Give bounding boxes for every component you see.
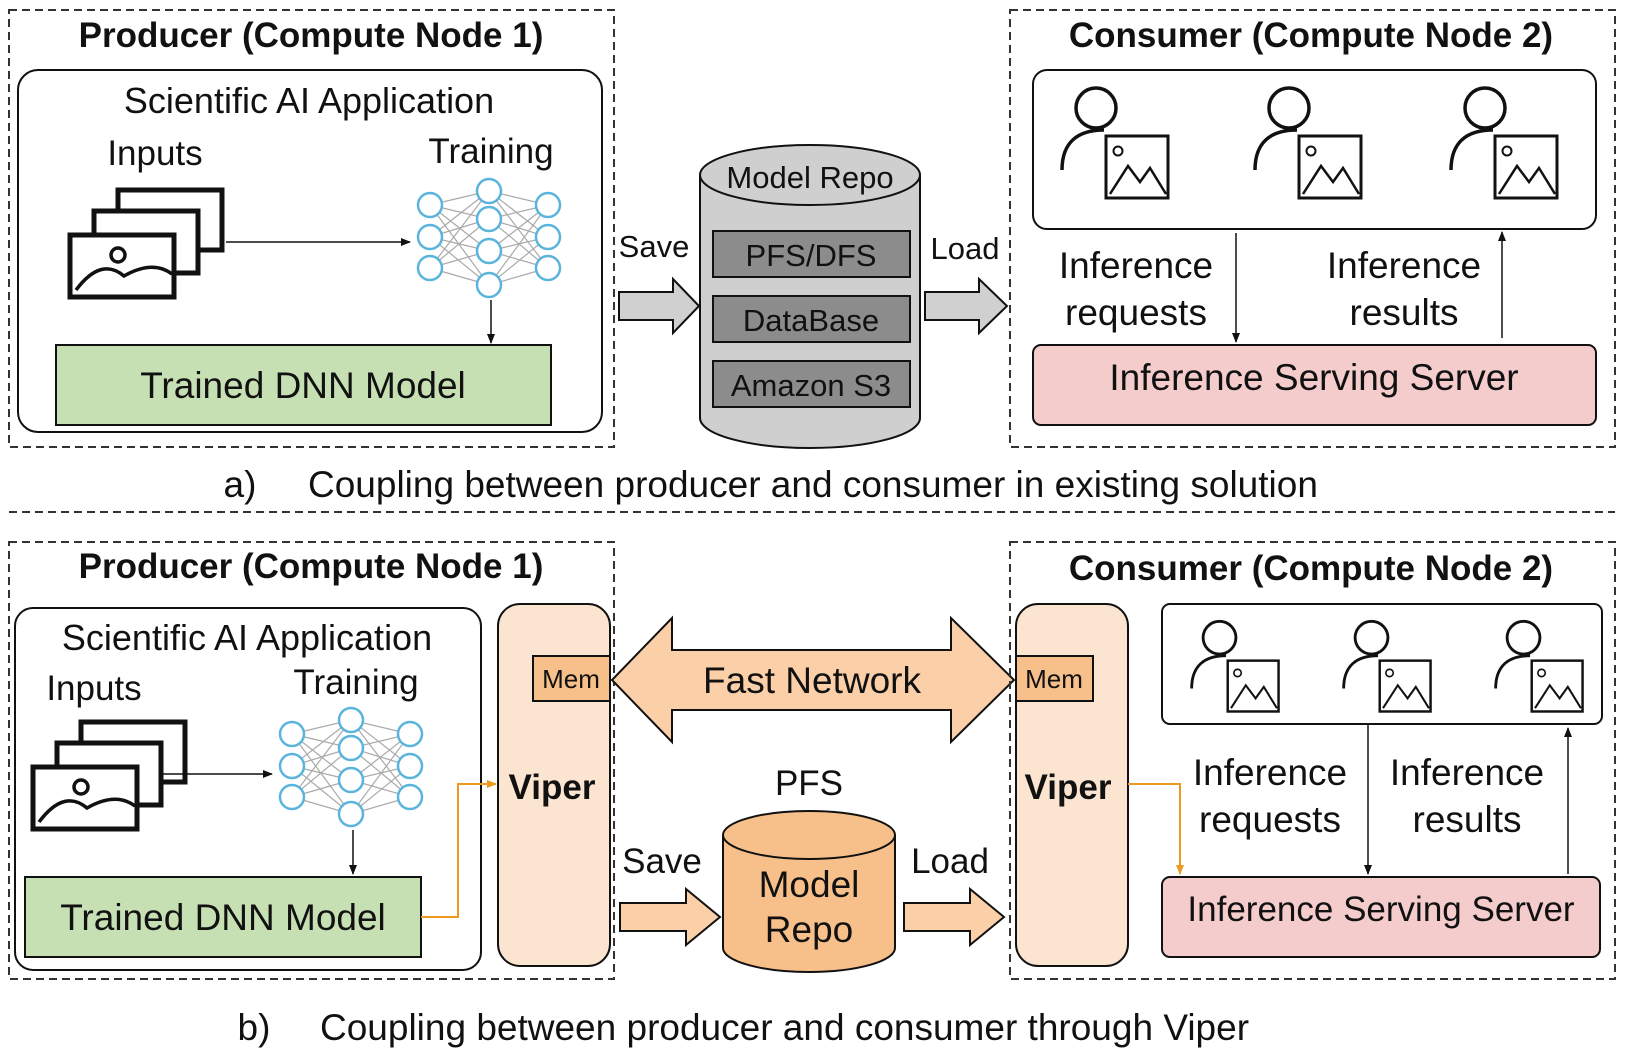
repo-label-b-line1: Model [759,864,860,905]
mem-left-label: Mem [542,664,600,694]
requests-label-a-line2: requests [1065,292,1207,333]
caption-a: Coupling between producer and consumer i… [308,464,1318,505]
results-label-a-line1: Inference [1327,245,1481,286]
load-arrow-b [903,886,1006,948]
consumer-node-a: Consumer (Compute Node 2) Inference requ… [1009,9,1616,448]
mem-left-box [532,655,611,702]
inputs-label-b: Inputs [46,669,141,708]
producer-title-a: Producer (Compute Node 1) [79,16,544,55]
save-label-b: Save [622,842,702,881]
producer-node-a: Producer (Compute Node 1) Scientific AI … [8,9,615,448]
load-arrow-a [924,276,1009,336]
trained-model-box-a [55,344,552,426]
trained-model-box-b [24,876,422,958]
model-repo-a: Model Repo PFS/DFS DataBase Amazon S3 [699,144,921,449]
inference-server-a [1032,344,1597,426]
repo-item-pfs-dfs-label: PFS/DFS [746,238,877,273]
producer-title-b: Producer (Compute Node 1) [79,547,544,586]
save-arrow-b [619,886,722,948]
consumer-node-b: Consumer (Compute Node 2) Viper Mem Infe… [1009,541,1616,980]
requests-label-b-line1: Inference [1193,752,1347,793]
repo-title-a: Model Repo [726,160,893,195]
load-label-b: Load [911,842,989,881]
trained-model-label-a: Trained DNN Model [140,365,466,406]
repo-label-b-line2: Repo [765,909,853,950]
results-label-b-line2: results [1413,799,1522,840]
repo-item-pfs-dfs [712,230,911,278]
fast-network-label: Fast Network [703,660,921,701]
consumer-title-a: Consumer (Compute Node 2) [1069,16,1553,55]
repo-item-database [712,295,911,343]
repo-item-database-label: DataBase [743,303,879,338]
repo-item-amazon-s3 [712,360,911,408]
training-label-a: Training [428,132,553,171]
mem-right-box [1015,655,1094,702]
repo-item-amazon-s3-label: Amazon S3 [731,368,891,403]
model-to-viper-arrow [421,780,497,918]
viper-right-label: Viper [1025,768,1112,807]
server-label-a: Inference Serving Server [1109,357,1518,398]
viper-to-server-arrow [1128,783,1184,875]
panel-a: Producer (Compute Node 1) Scientific AI … [8,9,1616,505]
requests-label-a-line1: Inference [1059,245,1213,286]
panel-b: Producer (Compute Node 1) Scientific AI … [8,541,1616,1048]
app-title-b: Scientific AI Application [62,617,432,658]
caption-letter-b: b) [238,1007,271,1048]
consumer-title-b: Consumer (Compute Node 2) [1069,549,1553,588]
results-label-a-line2: results [1350,292,1459,333]
training-label-b: Training [293,663,418,702]
viper-left-label: Viper [509,768,596,807]
server-label-b: Inference Serving Server [1187,890,1574,929]
requests-label-b-line2: requests [1199,799,1341,840]
results-label-b-line1: Inference [1390,752,1544,793]
load-label-a: Load [931,231,1000,266]
inference-server-b [1161,876,1601,958]
viper-left: Viper Mem [497,603,611,967]
caption-letter-a: a) [224,464,257,505]
producer-node-b: Producer (Compute Node 1) Scientific AI … [8,541,615,980]
inputs-label-a: Inputs [107,134,202,173]
fast-network-arrow [610,615,1016,745]
mem-right-label: Mem [1025,664,1083,694]
caption-b: Coupling between producer and consumer t… [320,1007,1249,1048]
save-arrow-a [618,276,701,336]
model-repo-b: Model Repo [722,810,896,973]
pfs-label: PFS [775,764,843,803]
save-label-a: Save [619,229,690,264]
app-title-a: Scientific AI Application [124,80,494,121]
trained-model-label-b: Trained DNN Model [60,897,386,938]
